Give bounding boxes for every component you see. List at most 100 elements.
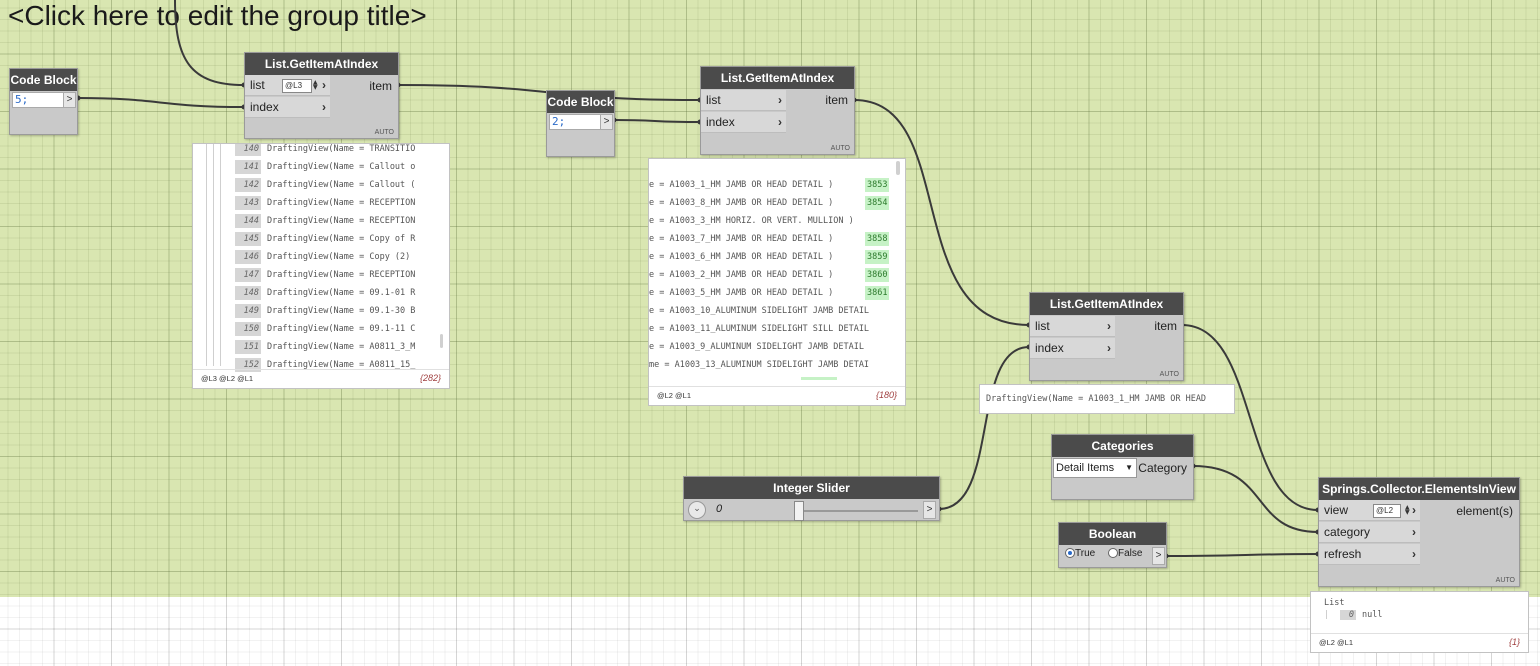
code-block-node[interactable]: Code Block 2; > (546, 90, 615, 157)
refresh-input-port[interactable]: refresh › (1319, 544, 1420, 565)
list-level-selector[interactable]: @L3 (282, 79, 312, 93)
chevron-right-icon: › (1412, 503, 1416, 517)
code-input[interactable]: 2; (549, 114, 601, 130)
item-index: 141 (235, 160, 261, 174)
preview-row: e = A1003_5_HM JAMB OR HEAD DETAIL )3861 (649, 286, 890, 300)
get-item-at-index-node[interactable]: List.GetItemAtIndex list › index › item … (700, 66, 855, 155)
item-value: DraftingView(Name = Callout o (267, 162, 416, 172)
radio-selected-icon[interactable] (1065, 548, 1075, 559)
item-value: e = A1003_10_ALUMINUM SIDELIGHT JAMB DET… (649, 306, 870, 316)
item-output-port[interactable]: item (1154, 319, 1177, 333)
tree-guide (220, 144, 221, 366)
item-value: e = A1003_8_HM JAMB OR HEAD DETAIL ) (649, 198, 834, 208)
item-value: DraftingView(Name = Copy of R (267, 234, 416, 244)
item-output-port[interactable]: item (825, 93, 848, 107)
index-input-port[interactable]: index › (701, 112, 786, 133)
code-output-button[interactable]: > (63, 92, 76, 108)
element-id: 3859 (865, 250, 890, 264)
item-index: 142 (235, 178, 261, 192)
boolean-node[interactable]: Boolean True False > (1058, 522, 1167, 568)
slider-value[interactable]: 0 (716, 503, 723, 515)
item-value: e = A1003_5_HM JAMB OR HEAD DETAIL ) (649, 288, 834, 298)
scrollbar[interactable] (896, 161, 900, 175)
slider-track[interactable] (794, 510, 918, 512)
slider-expand-button[interactable]: ⌄ (688, 501, 706, 519)
data-preview-panel[interactable]: DraftingView(Name = A1003_1_HM JAMB OR H… (979, 384, 1235, 414)
chevron-right-icon: › (1412, 547, 1416, 561)
node-title[interactable]: List.GetItemAtIndex (701, 67, 854, 89)
code-block-node[interactable]: Code Block 5; > (9, 68, 78, 135)
data-preview-panel[interactable]: e = A1003_1_HM JAMB OR HEAD DETAIL )3853… (648, 158, 906, 406)
group-title[interactable]: <Click here to edit the group title> (8, 0, 427, 31)
item-index: 140 (235, 144, 261, 156)
node-title[interactable]: Categories (1052, 435, 1193, 457)
node-title[interactable]: List.GetItemAtIndex (245, 53, 398, 75)
item-count: {282} (419, 373, 441, 383)
preview-row: 141 DraftingView(Name = Callout o (235, 160, 415, 174)
list-label: List (1324, 598, 1345, 608)
node-title[interactable]: Boolean (1059, 523, 1166, 545)
list-input-port[interactable]: list › (701, 90, 786, 111)
level-spinner-icon[interactable]: ▲▼ (1405, 504, 1410, 516)
node-title[interactable]: Springs.Collector.ElementsInView (1319, 478, 1519, 500)
boolean-false-option[interactable]: False (1108, 548, 1142, 559)
element-id: 3854 (865, 196, 890, 210)
get-item-at-index-node[interactable]: List.GetItemAtIndex list › index › item … (1029, 292, 1184, 381)
radio-unselected-icon[interactable] (1108, 548, 1118, 559)
tree-guide (206, 144, 207, 366)
elements-output-port[interactable]: element(s) (1456, 504, 1513, 518)
item-value: DraftingView(Name = RECEPTION (267, 216, 416, 226)
item-value: DraftingView(Name = 09.1-11 C (267, 324, 416, 334)
preview-footer: @L3 @L2 @L1 {282} (193, 369, 449, 388)
list-level-selector[interactable]: @L2 (1373, 504, 1401, 518)
node-title[interactable]: Code Block (10, 69, 77, 91)
slider-output-button[interactable]: > (923, 501, 936, 519)
item-index: 148 (235, 286, 261, 300)
item-value: e = A1003_7_HM JAMB OR HEAD DETAIL ) (649, 234, 834, 244)
item-index: 151 (235, 340, 261, 354)
list-levels: @L2 @L1 (657, 391, 691, 400)
list-input-port[interactable]: list › (1030, 316, 1115, 337)
option-label: True (1075, 548, 1096, 559)
level-spinner-icon[interactable]: ▲▼ (313, 79, 318, 91)
boolean-true-option[interactable]: True (1065, 548, 1095, 559)
category-output-port[interactable]: Category (1138, 461, 1187, 475)
category-input-port[interactable]: category › (1319, 522, 1420, 543)
code-output-button[interactable]: > (600, 114, 613, 130)
preview-row: DraftingView(Name = A1003_1_HM JAMB OR H… (986, 394, 1207, 404)
index-input-port[interactable]: index › (1030, 338, 1115, 359)
elements-in-view-node[interactable]: Springs.Collector.ElementsInView view › … (1318, 477, 1520, 587)
category-dropdown[interactable]: Detail Items ▼ (1053, 458, 1137, 478)
wire-category-to-category (1192, 465, 1319, 533)
port-label: list (1035, 319, 1050, 333)
scrollbar[interactable] (440, 334, 443, 348)
node-title[interactable]: List.GetItemAtIndex (1030, 293, 1183, 315)
item-value: null (1362, 610, 1383, 620)
preview-row: e = A1003_7_HM JAMB OR HEAD DETAIL )3858 (649, 232, 890, 246)
integer-slider-node[interactable]: Integer Slider ⌄ 0 > (683, 476, 940, 521)
lacing-label: AUTO (374, 129, 394, 136)
boolean-output-button[interactable]: > (1152, 547, 1165, 565)
preview-row: e = A1003_6_HM JAMB OR HEAD DETAIL )3859 (649, 250, 890, 264)
item-output-port[interactable]: item (369, 79, 392, 93)
preview-row: e = A1003_3_HM HORIZ. OR VERT. MULLION ) (649, 214, 854, 228)
item-value: DraftingView(Name = 09.1-30 B (267, 306, 416, 316)
index-input-port[interactable]: index › (245, 97, 330, 118)
port-label: list (706, 93, 721, 107)
categories-node[interactable]: Categories Detail Items ▼ Category (1051, 434, 1194, 500)
node-title[interactable]: Integer Slider (684, 477, 939, 499)
item-value: me = A1003_13_ALUMINUM SIDELIGHT JAMB DE… (649, 360, 870, 370)
chevron-right-icon: › (778, 93, 782, 107)
node-title[interactable]: Code Block (547, 91, 614, 113)
code-input[interactable]: 5; (12, 92, 64, 108)
dropdown-value: Detail Items (1056, 462, 1115, 474)
list-levels: @L2 @L1 (1319, 638, 1353, 647)
get-item-at-index-node[interactable]: List.GetItemAtIndex list › @L3 ▲▼ index … (244, 52, 399, 139)
slider-thumb[interactable] (794, 501, 804, 521)
